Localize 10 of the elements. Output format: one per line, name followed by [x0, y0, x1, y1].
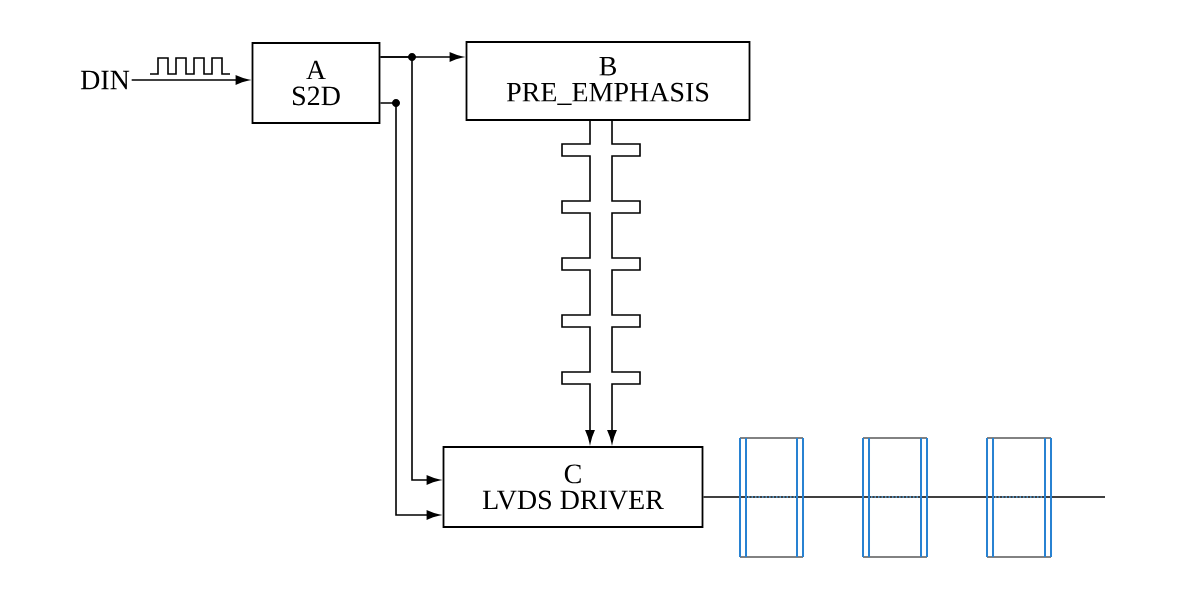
- block-box: C LVDS DRIVER: [442, 446, 704, 528]
- arrow: [379, 56, 440, 485]
- signal-line: [702, 496, 1106, 498]
- block-box: A S2D: [251, 42, 381, 124]
- transmission-line-arrow: [607, 119, 641, 443]
- arrow: [130, 75, 249, 85]
- block-box: B PRE_EMPHASIS: [465, 41, 751, 121]
- signal-label: DIN: [80, 70, 130, 90]
- arrow: [379, 102, 440, 520]
- transmission-line-arrow: [561, 119, 595, 443]
